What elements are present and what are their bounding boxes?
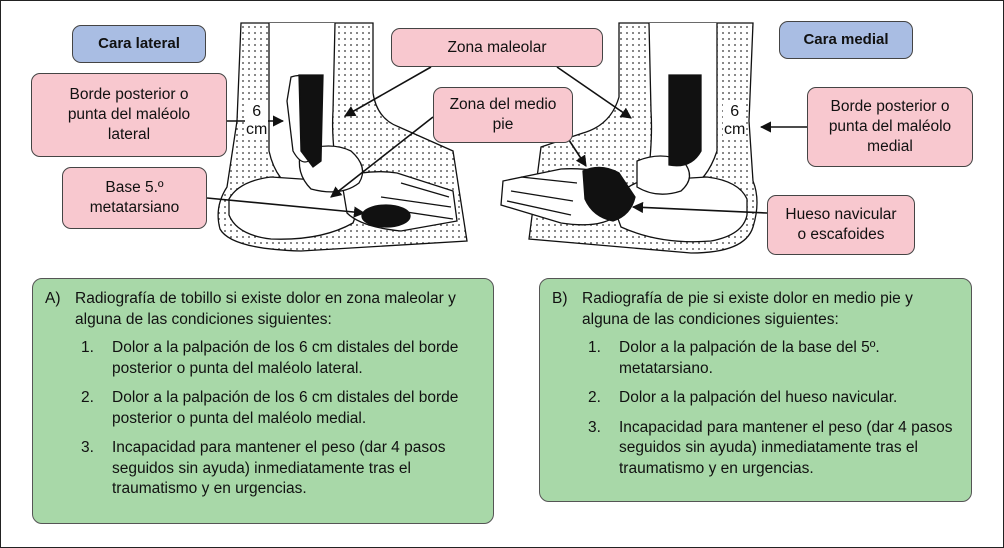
item-number: 3. — [588, 418, 601, 436]
item-text: Dolor a la palpación de los 6 cm distale… — [112, 389, 459, 427]
item-text: Dolor a la palpación de los 6 cm distale… — [112, 339, 459, 377]
list-item: 2. Dolor a la palpación del hueso navicul… — [588, 388, 957, 409]
midfoot-zone-label: Zona del medio pie — [433, 87, 573, 143]
lateral-malleolus-label: Borde posterior o punta del maléolo late… — [31, 73, 227, 157]
medial-malleolus-black — [668, 74, 702, 167]
medial-tarsal-lines — [506, 176, 578, 216]
panel-b-letter: B) — [552, 290, 568, 307]
navicular-bone-black — [582, 166, 636, 222]
malleolar-zone-label: Zona maleolar — [391, 28, 603, 67]
medial-face-tag: Cara medial — [779, 21, 913, 59]
panel-a-list: 1. Dolor a la palpación de los 6 cm dista… — [81, 338, 479, 500]
panel-b-list: 1. Dolor a la palpación de la base del 5º… — [588, 338, 957, 479]
panel-b-intro: Radiografía de pie si existe dolor en me… — [582, 290, 913, 328]
list-item: 1. Dolor a la palpación de los 6 cm dista… — [81, 338, 479, 379]
panel-b-foot-rules: B) Radiografía de pie si existe dolor en… — [539, 278, 972, 502]
six-cm-left-label: 6 cm — [245, 103, 269, 139]
list-item: 3. Incapacidad para mantener el peso (dar… — [81, 438, 479, 500]
item-number: 1. — [588, 339, 601, 356]
panel-a-ankle-rules: A) Radiografía de tobillo si existe dolo… — [32, 278, 494, 524]
item-text: Dolor a la palpación del hueso navicular… — [619, 389, 898, 406]
item-number: 1. — [81, 339, 94, 356]
lateral-foot-drawing — [217, 22, 468, 252]
list-item: 1. Dolor a la palpación de la base del 5º… — [588, 338, 957, 379]
medial-malleolus-label: Borde posterior o punta del maléolo medi… — [807, 87, 973, 167]
item-text: Dolor a la palpación de la base del 5º. … — [619, 339, 880, 377]
item-number: 2. — [81, 389, 94, 406]
list-item: 3. Incapacidad para mantener el peso (dar… — [588, 418, 957, 480]
item-number: 2. — [588, 389, 601, 406]
leader-lines — [206, 66, 807, 218]
fifth-metatarsal-base-black — [361, 204, 411, 228]
lateral-face-tag: Cara lateral — [72, 25, 206, 63]
panel-a-letter: A) — [45, 290, 61, 307]
navicular-label: Hueso navicular o escafoides — [767, 195, 915, 255]
item-number: 3. — [81, 439, 94, 456]
panel-a-intro: Radiografía de tobillo si existe dolor e… — [75, 290, 456, 328]
item-text: Incapacidad para mantener el peso (dar 4… — [619, 418, 953, 477]
list-item: 2. Dolor a la palpación de los 6 cm dista… — [81, 388, 479, 429]
calcaneus-lateral — [228, 176, 362, 240]
six-cm-right-label: 6 cm — [723, 103, 747, 139]
item-text: Incapacidad para mantener el peso (dar 4… — [112, 439, 446, 497]
medial-foot-drawing — [500, 22, 758, 254]
fifth-metatarsal-label: Base 5.º metatarsiano — [62, 167, 207, 229]
fibula-black — [298, 74, 324, 168]
